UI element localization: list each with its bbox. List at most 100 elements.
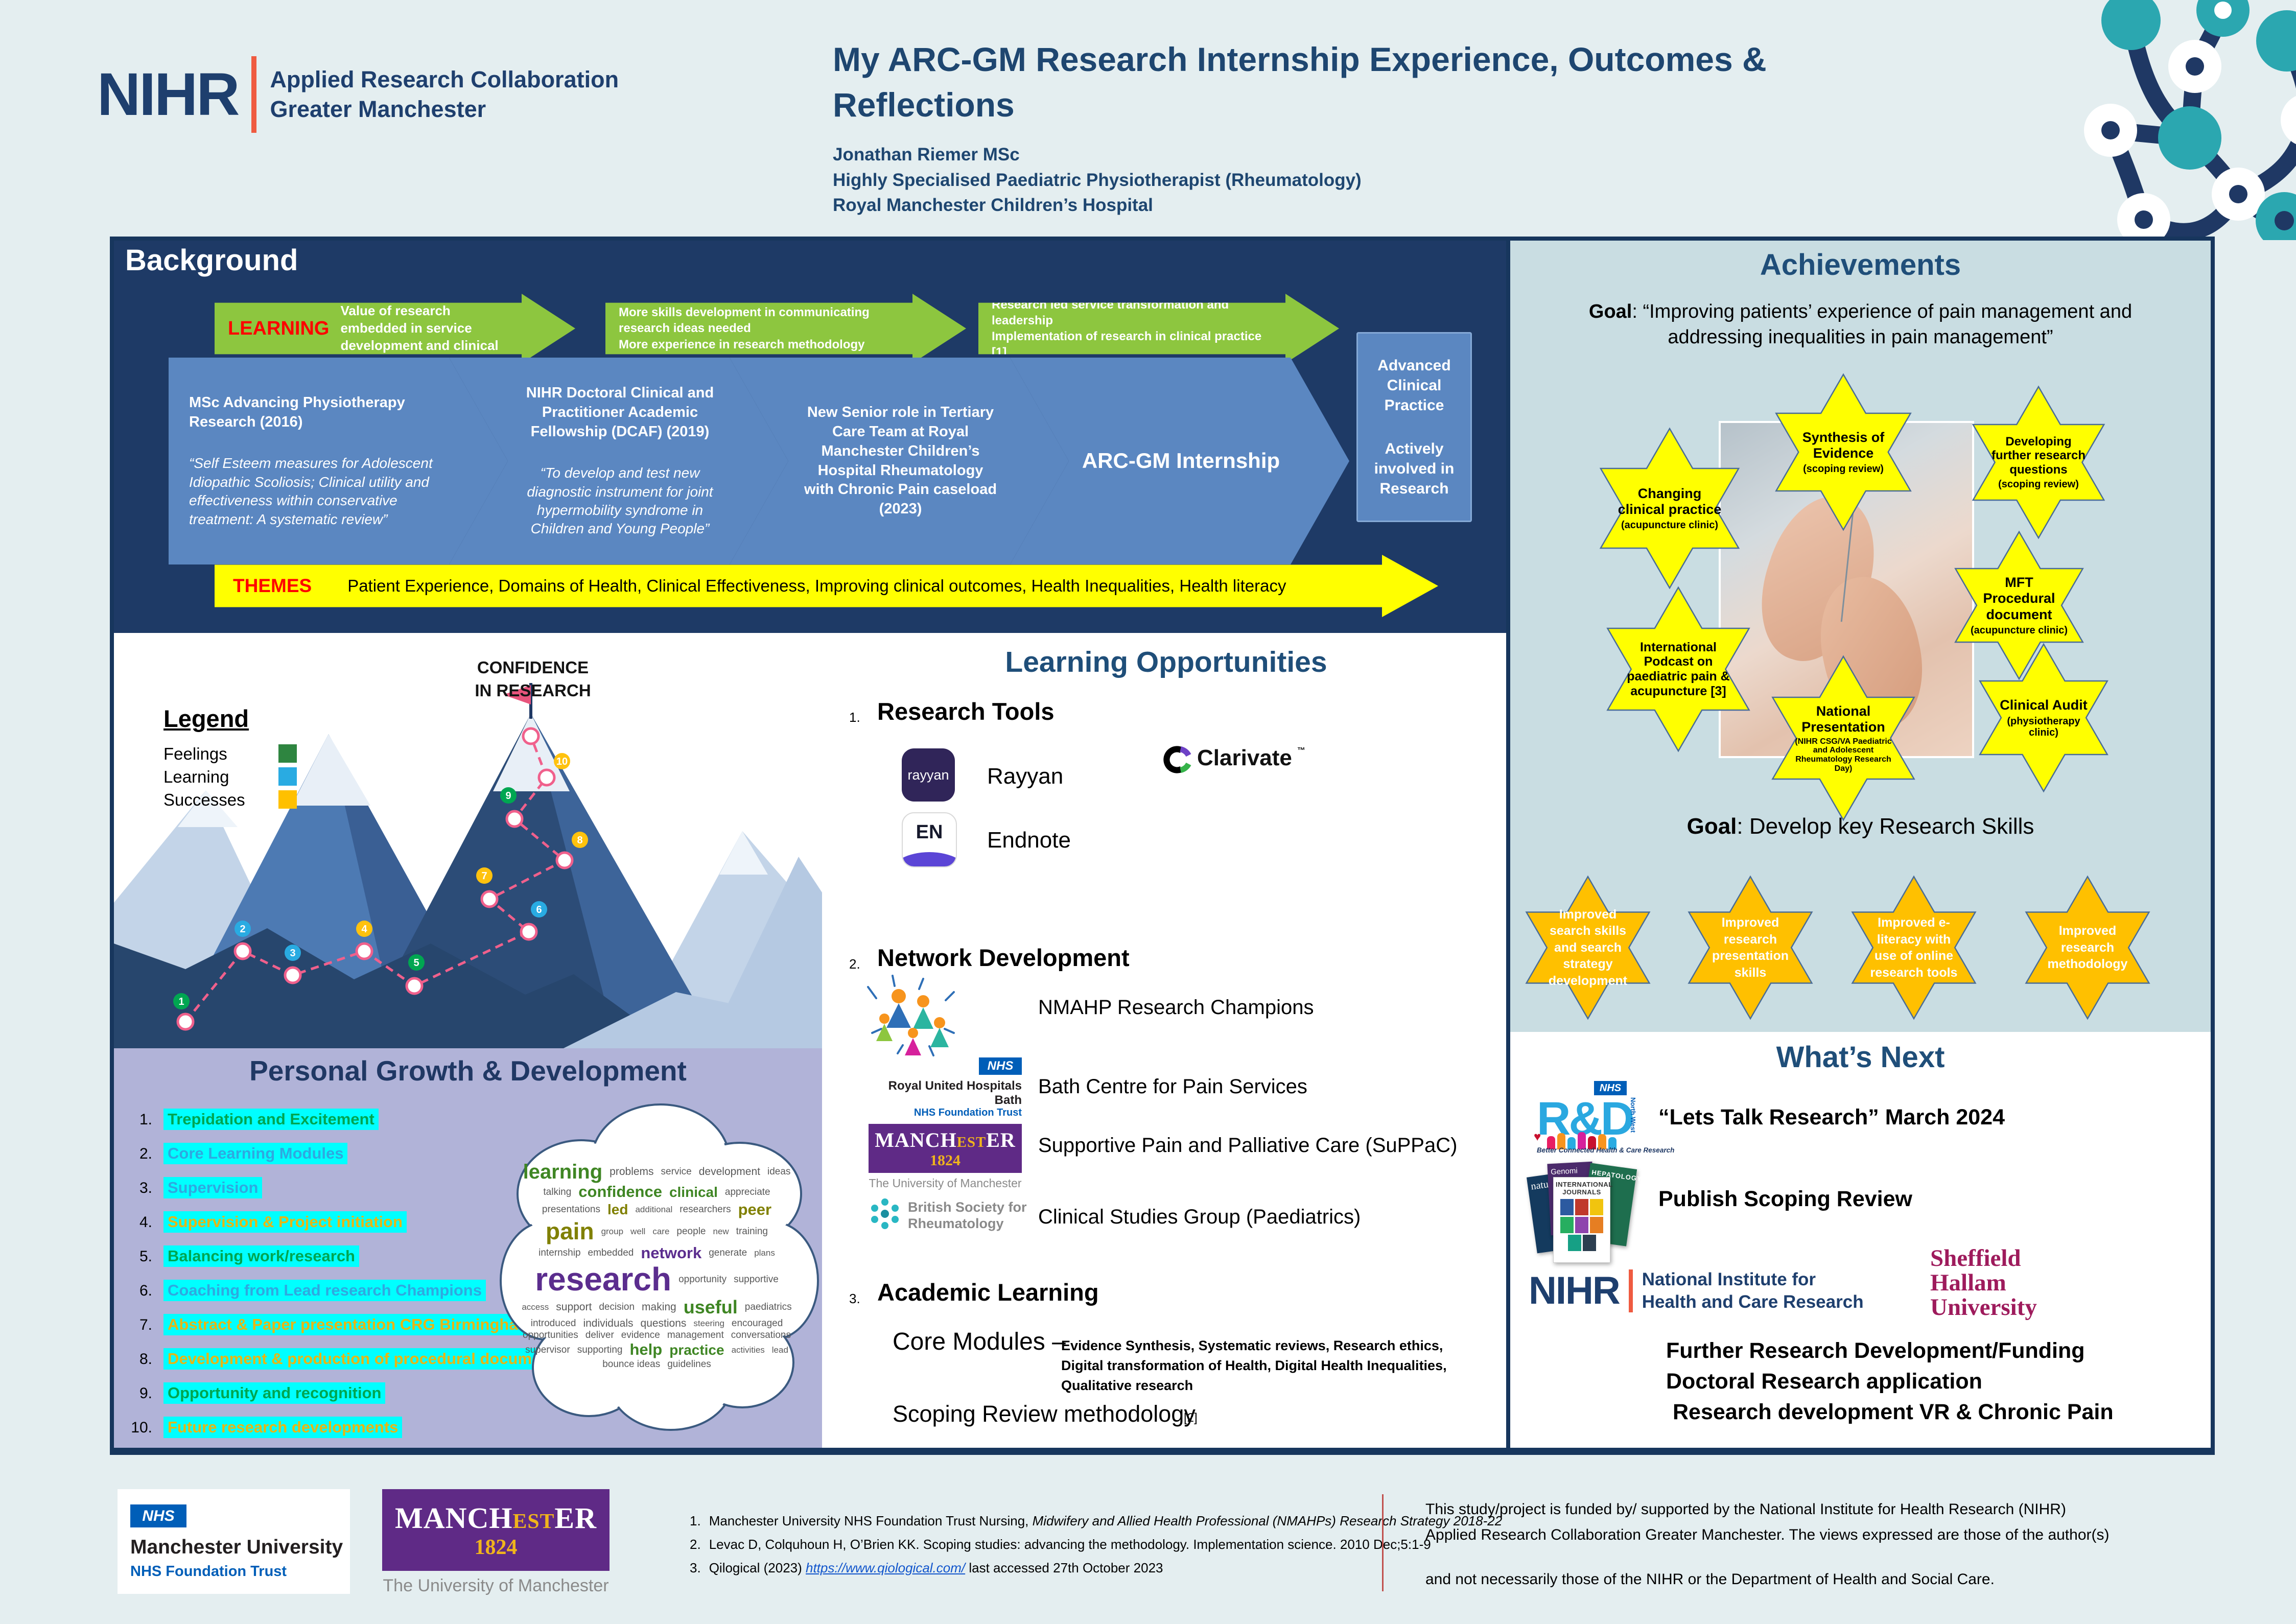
legend-item-successes: Successes <box>163 790 245 809</box>
whats-next-title: What’s Next <box>1776 1041 1945 1074</box>
journal-cover-front: INTERNATIONAL JOURNALS <box>1553 1177 1612 1263</box>
lets-talk-research-item: “Lets Talk Research” March 2024 <box>1658 1105 2005 1129</box>
wordcloud-word: group <box>601 1226 624 1236</box>
people-icons <box>1547 1132 1616 1149</box>
journal-thumbnails <box>1556 1199 1608 1251</box>
star-national-presentation: National Presentation(NIHR CSG/VA Paedia… <box>1762 644 1925 833</box>
waypoint-number: 6 <box>536 904 542 915</box>
future-item-1: Further Research Development/Funding <box>1666 1338 2085 1363</box>
uom-footer-logo: MANCHESTER 1824 <box>382 1489 610 1571</box>
achievements-goal-line1: Goal: “Improving patients’ experience of… <box>1588 301 2133 322</box>
wordcloud-word: supervisor <box>525 1344 570 1355</box>
star-international-podcast: International Podcast on paediatric pain… <box>1597 575 1760 764</box>
reference-link[interactable]: https://www.qiological.com/ <box>806 1560 966 1575</box>
trail-point <box>520 923 538 941</box>
successes-swatch <box>278 790 297 809</box>
learning-opps-title: Learning Opportunities <box>1005 646 1327 678</box>
waypoint-number: 7 <box>481 870 487 882</box>
trail-point <box>355 942 373 960</box>
future-item-3: Research development VR & Chronic Pain <box>1673 1400 2114 1424</box>
wordcloud-word: help <box>629 1340 663 1359</box>
wordcloud-word: presentations <box>542 1204 600 1215</box>
learning-swatch <box>278 767 297 786</box>
growth-title: Personal Growth & Development <box>249 1055 687 1087</box>
clarivate-icon <box>1163 746 1191 773</box>
waypoint-badge <box>476 867 493 884</box>
endnote-label: Endnote <box>987 828 1071 853</box>
wordcloud-word: well <box>630 1226 646 1236</box>
wordcloud-word: encouraged <box>731 1318 783 1329</box>
nmahp-label: NMAHP Research Champions <box>1038 996 1314 1019</box>
reference-1: 1. Manchester University NHS Foundation … <box>690 1513 1503 1528</box>
trail-point <box>555 851 574 869</box>
wordcloud-word: peer <box>738 1200 772 1218</box>
wordcloud-word: introduced <box>530 1318 576 1329</box>
legend-item-feelings: Feelings <box>163 744 227 763</box>
suppac-label: Supportive Pain and Palliative Care (SuP… <box>1038 1134 1458 1157</box>
clarivate-logo: Clarivate ™ <box>1163 745 1305 774</box>
legend-item-learning: Learning <box>163 767 229 786</box>
core-modules-list: Evidence Synthesis, Systematic reviews, … <box>1061 1338 1447 1394</box>
trail-point <box>233 942 252 960</box>
ruh-bath-logo: NHS Royal United Hospitals Bath NHS Foun… <box>869 1057 1022 1119</box>
uom-logo: MANCHESTER 1824 <box>869 1124 1022 1173</box>
waypoint-badge <box>173 993 190 1009</box>
growth-item-num: 7. <box>139 1316 152 1333</box>
wordcloud-word: pain <box>546 1218 594 1245</box>
wordcloud-word: led <box>607 1202 628 1218</box>
section-2-title: Network Development <box>877 944 1130 971</box>
waypoint-number: 9 <box>505 790 511 802</box>
scoping-review-text: Scoping Review methodology <box>893 1401 1196 1427</box>
star-developing-research-questions: Developing further research questions(sc… <box>1963 375 2114 550</box>
waypoint-badge <box>408 954 425 971</box>
wordcloud-word: guidelines <box>667 1358 711 1370</box>
wordcloud-word: people <box>676 1226 706 1237</box>
nihr-logo: NIHR National Institute for Health and C… <box>1529 1269 1864 1313</box>
growth-item-num: 9. <box>139 1385 152 1402</box>
future-item-2: Doctoral Research application <box>1666 1369 1982 1394</box>
learning-label: LEARNING <box>228 317 330 339</box>
wordcloud-word: lead <box>771 1345 788 1355</box>
uom-footer-sub: The University of Manchester <box>383 1576 609 1595</box>
background-section: Background LEARNING “Thirst” for researc… <box>114 241 1506 633</box>
trail-point <box>480 890 499 908</box>
outcome-box: Advanced Clinical Practice Actively invo… <box>1356 332 1472 522</box>
wordcloud-word: opportunity <box>678 1274 727 1285</box>
growth-item-num: 3. <box>139 1180 152 1196</box>
wordcloud-word: problems <box>610 1166 654 1178</box>
section-3-number: 3. <box>849 1291 860 1306</box>
rayyan-label: Rayyan <box>987 764 1064 789</box>
themes-arrow: THEMES Patient Experience, Domains of He… <box>215 555 1438 617</box>
sheffield-hallam-logo: Sheffield Hallam University <box>1930 1245 2037 1321</box>
panel-divider <box>1506 241 1510 1448</box>
waypoint-number: 8 <box>577 835 582 846</box>
author-name: Jonathan Riemer MSc <box>833 145 1020 164</box>
nhs-rd-logo: R&D NHS North West ♥ Better Connected He… <box>1534 1081 1674 1158</box>
confidence-flag-label: CONFIDENCE IN RESEARCH <box>475 658 591 700</box>
wordcloud-word: steering <box>693 1319 724 1329</box>
wordcloud-word: evidence <box>621 1330 660 1341</box>
trail-point <box>522 727 540 745</box>
wordcloud-word: additional <box>635 1205 673 1215</box>
section-1-title: Research Tools <box>877 698 1055 725</box>
star-clinical-audit: Clinical Audit(physiotherapy clinic) <box>1970 633 2117 803</box>
waypoint-number: 4 <box>361 924 367 935</box>
nmahp-logo <box>867 975 955 1056</box>
waypoint-badge <box>554 753 570 769</box>
waypoint-badge <box>572 832 588 848</box>
wordcloud-word: new <box>713 1226 729 1236</box>
network-decoration-icon <box>2084 0 2296 240</box>
wordcloud-word: practice <box>669 1341 724 1358</box>
wordcloud-word: confidence <box>578 1183 662 1201</box>
learning-arrow-3: Research led service transformation and … <box>978 294 1339 363</box>
arc-org-name: Applied Research Collaboration Greater M… <box>270 66 619 123</box>
achievements-title: Achievements <box>1760 248 1961 281</box>
growth-item: Balancing work/research <box>163 1245 359 1267</box>
trail-point <box>284 966 302 984</box>
waypoint-badge <box>235 921 251 937</box>
nhs-icon: NHS <box>1594 1081 1627 1095</box>
wordcloud-word: opportunities <box>523 1330 578 1341</box>
